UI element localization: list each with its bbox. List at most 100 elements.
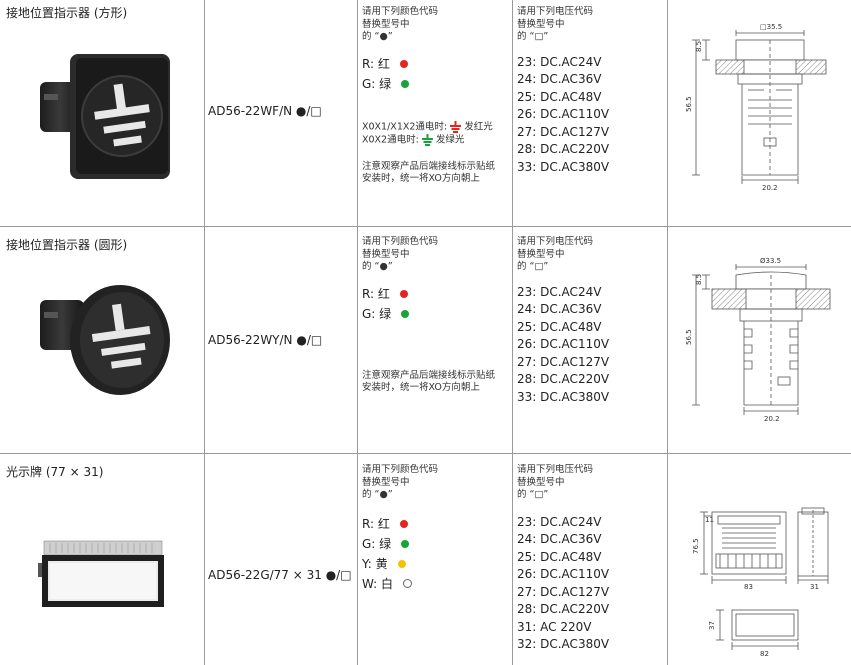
voltage-item: 28: DC.AC220V: [517, 142, 610, 156]
row-2-title-cell: 接地位置指示器 (圆形): [6, 236, 201, 253]
voltage-list: 23: DC.AC24V 24: DC.AC36V 25: DC.AC48V 2…: [517, 514, 665, 654]
color-option-green: G: 绿: [362, 74, 510, 94]
row-2-model-cell: AD56-22WY/N ●/□: [208, 333, 356, 347]
red-dot-icon: [399, 289, 408, 298]
red-light-line: X0X1/X1X2通电时: 发红光: [362, 120, 493, 133]
voltage-item: 33: DC.AC380V: [517, 159, 610, 174]
green-light-line: X0X2通电时: 发绿光: [362, 133, 465, 146]
yellow-dot-icon: [397, 559, 406, 568]
voltage-item: 24: DC.AC36V: [517, 302, 602, 316]
product-photo-panel: [36, 535, 166, 615]
voltage-item: 33: DC.AC380V: [517, 389, 610, 404]
voltage-hint: 请用下列电压代码 替换型号中 的 “□”: [517, 464, 594, 500]
dim-bottom-height: 37: [708, 621, 716, 630]
voltage-list: 23: DC.AC24V 24: DC.AC36V 25: DC.AC48V 2…: [517, 284, 665, 407]
panel-dimension-drawing: 11 76.5 83 31 37 82: [692, 507, 829, 658]
col-divider: [357, 0, 358, 665]
voltage-item: 25: DC.AC48V: [517, 319, 602, 334]
row-3-color-cell: 请用下列颜色代码 替换型号中 的 “●” R: 红 G: 绿 Y: 黄 W: 白: [362, 464, 510, 664]
product-title: 接地位置指示器 (方形): [6, 6, 128, 20]
row-3-dimension-drawing: 11 76.5 83 31 37 82: [668, 454, 851, 665]
product-title: 接地位置指示器 (圆形): [6, 238, 128, 252]
row-1-voltage-cell: 请用下列电压代码 替换型号中 的 “□” 23: DC.AC24V 24: DC…: [517, 6, 665, 224]
green-dot-icon: [401, 79, 410, 88]
dim-bottom-width: 82: [760, 650, 769, 658]
row-divider: [0, 226, 851, 227]
red-dot-icon: [399, 59, 408, 68]
light-panel-image: [38, 540, 164, 607]
dim-width: Ø33.5: [760, 257, 781, 265]
col-divider: [667, 0, 668, 665]
color-option-green: G: 绿: [362, 534, 510, 554]
dim-side: 31: [810, 583, 819, 591]
row-1-dimension-drawing: □35.5 8.5 56.5 20.2: [668, 0, 851, 226]
product-photo-square: [30, 44, 180, 204]
color-option-red: R: 红: [362, 54, 510, 74]
color-hint: 请用下列颜色代码 替换型号中 的 “●”: [362, 464, 439, 500]
row-2-color-cell: 请用下列颜色代码 替换型号中 的 “●” R: 红 G: 绿 注意观察产品后端接…: [362, 236, 510, 450]
dim-base: 20.2: [762, 184, 778, 192]
dim-head: 8.5: [695, 41, 703, 52]
install-notice: 注意观察产品后端接线标示贴纸 安装时，统一将XO方向朝上: [362, 369, 496, 394]
voltage-item: 28: DC.AC220V: [517, 602, 610, 616]
row-divider: [0, 453, 851, 454]
green-ground-icon: [421, 133, 433, 146]
model-number: AD56-22WY/N ●/□: [208, 333, 323, 347]
model-number: AD56-22G/77 × 31 ●/□: [208, 568, 352, 582]
voltage-item: 27: DC.AC127V: [517, 354, 610, 369]
dim-height: 56.5: [685, 96, 693, 112]
voltage-item: 31: AC 220V: [517, 619, 592, 634]
voltage-item: 23: DC.AC24V: [517, 54, 602, 69]
product-title: 光示牌 (77 × 31): [6, 465, 104, 479]
col-divider: [512, 0, 513, 665]
color-option-green: G: 绿: [362, 304, 510, 324]
voltage-item: 27: DC.AC127V: [517, 124, 610, 139]
model-number: AD56-22WF/N ●/□: [208, 104, 322, 118]
row-3-voltage-cell: 请用下列电压代码 替换型号中 的 “□” 23: DC.AC24V 24: DC…: [517, 464, 665, 664]
voltage-item: 23: DC.AC24V: [517, 514, 602, 529]
voltage-list: 23: DC.AC24V 24: DC.AC36V 25: DC.AC48V 2…: [517, 54, 665, 177]
color-hint: 请用下列颜色代码 替换型号中 的 “●”: [362, 236, 439, 272]
voltage-item: 24: DC.AC36V: [517, 532, 602, 546]
round-indicator-image: [40, 285, 170, 395]
green-dot-icon: [401, 309, 410, 318]
voltage-item: 27: DC.AC127V: [517, 584, 610, 599]
voltage-item: 26: DC.AC110V: [517, 567, 610, 581]
square-dimension-drawing: □35.5 8.5 56.5 20.2: [685, 23, 827, 192]
row-3-model-cell: AD56-22G/77 × 31 ●/□: [208, 568, 356, 582]
red-dot-icon: [399, 519, 408, 528]
light-behavior-note: X0X1/X1X2通电时: 发红光 X0X2通电时: 发绿光: [362, 120, 510, 147]
voltage-item: 26: DC.AC110V: [517, 107, 610, 121]
white-dot-icon: [403, 579, 413, 588]
dim-top: 11: [705, 516, 714, 524]
color-hint: 请用下列颜色代码 替换型号中 的 “●”: [362, 6, 439, 42]
voltage-item: 28: DC.AC220V: [517, 372, 610, 386]
dim-width: 83: [744, 583, 753, 591]
color-option-white: W: 白: [362, 574, 510, 594]
round-dimension-drawing: Ø33.5 8.5 56.5 20.2: [685, 257, 831, 423]
voltage-item: 25: DC.AC48V: [517, 549, 602, 564]
dim-head: 8.5: [695, 274, 703, 285]
dim-width: □35.5: [760, 23, 782, 31]
voltage-item: 25: DC.AC48V: [517, 89, 602, 104]
row-1-title-cell: 接地位置指示器 (方形): [6, 4, 201, 21]
red-ground-icon: [450, 120, 462, 133]
voltage-item: 32: DC.AC380V: [517, 637, 610, 651]
row-3-title-cell: 光示牌 (77 × 31): [6, 463, 201, 480]
color-option-yellow: Y: 黄: [362, 554, 510, 574]
voltage-item: 24: DC.AC36V: [517, 72, 602, 86]
voltage-item: 23: DC.AC24V: [517, 284, 602, 299]
row-1-model-cell: AD56-22WF/N ●/□: [208, 104, 356, 118]
color-option-red: R: 红: [362, 284, 510, 304]
square-indicator-image: [40, 54, 170, 179]
green-dot-icon: [401, 539, 410, 548]
dim-base: 20.2: [764, 415, 780, 423]
install-notice: 注意观察产品后端接线标示贴纸 安装时，统一将XO方向朝上: [362, 160, 496, 185]
voltage-item: 26: DC.AC110V: [517, 337, 610, 351]
col-divider: [204, 0, 205, 665]
row-2-dimension-drawing: Ø33.5 8.5 56.5 20.2: [668, 227, 851, 453]
row-1-color-cell: 请用下列颜色代码 替换型号中 的 “●” R: 红 G: 绿 X0X1/X1X2…: [362, 6, 510, 224]
dim-height: 56.5: [685, 329, 693, 345]
product-photo-round: [30, 270, 180, 420]
